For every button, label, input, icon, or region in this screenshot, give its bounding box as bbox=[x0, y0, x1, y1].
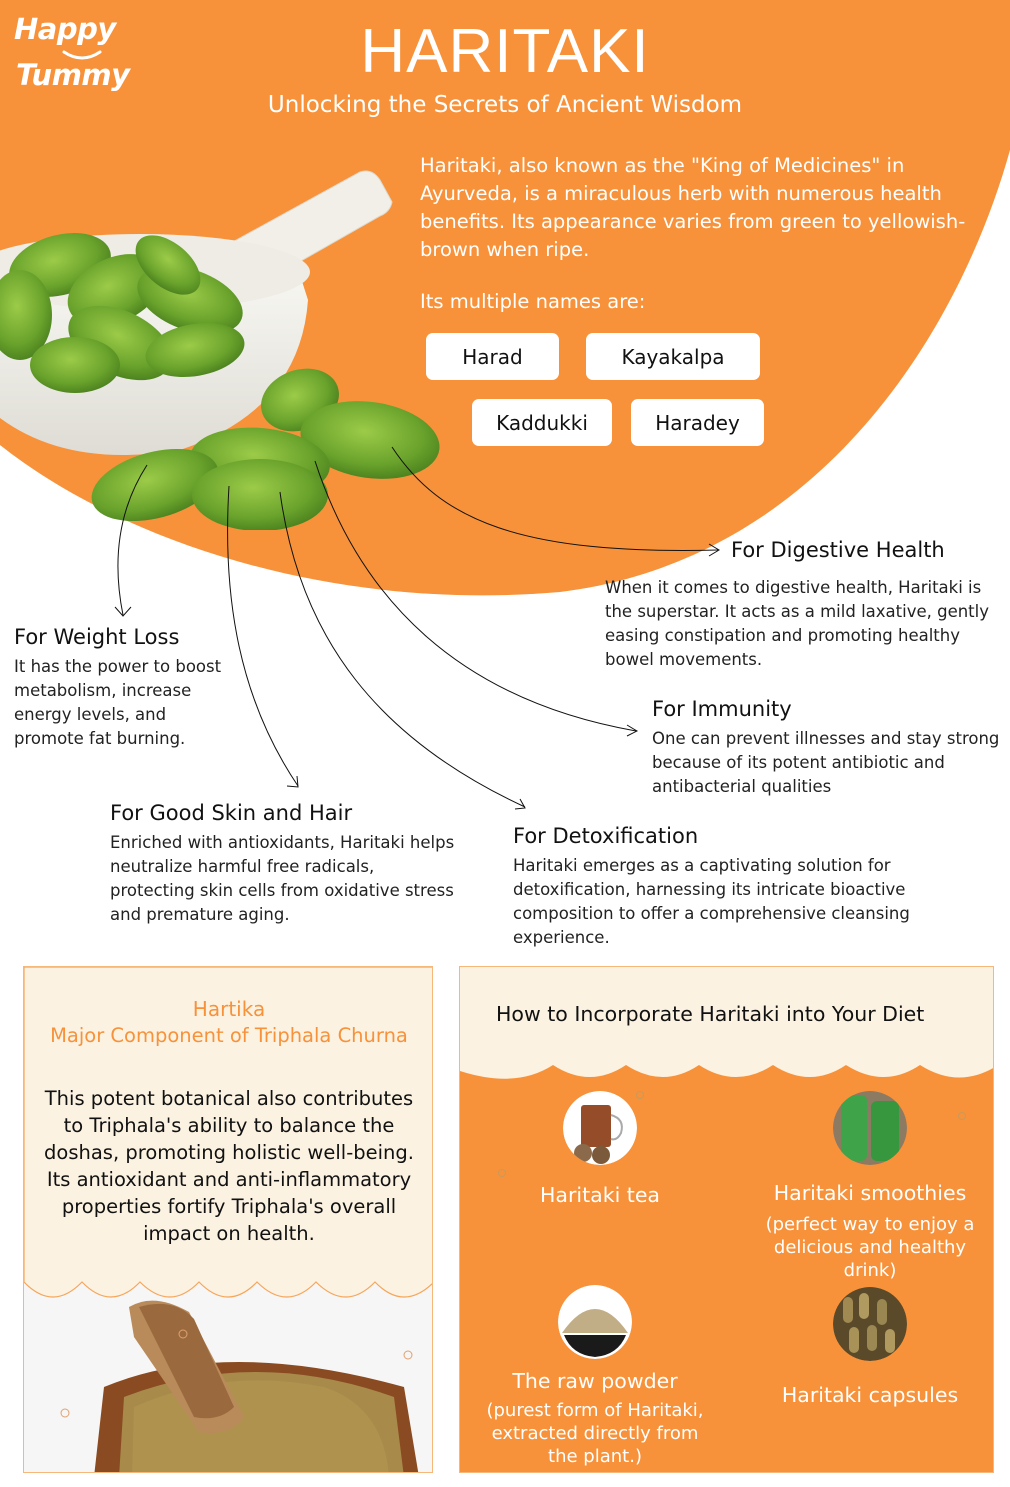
diet-card-title: How to Incorporate Haritaki into Your Di… bbox=[496, 1002, 925, 1026]
name-chip-haradey: Haradey bbox=[631, 399, 764, 446]
name-chip-kayakalpa: Kayakalpa bbox=[586, 333, 760, 380]
logo-line-1: Happy bbox=[14, 12, 116, 46]
diet-item-note: (purest form of Haritaki, extracted dire… bbox=[486, 1400, 704, 1467]
benefit-text: Enriched with antioxidants, Haritaki hel… bbox=[110, 833, 455, 924]
smoothie-image bbox=[833, 1091, 907, 1165]
benefit-title: For Immunity bbox=[652, 697, 792, 721]
scalloped-header-bg bbox=[24, 967, 432, 1298]
benefit-weight-loss: For Weight Loss It has the power to boos… bbox=[14, 625, 234, 751]
happy-tummy-logo[interactable]: Happy Tummy bbox=[12, 8, 152, 103]
tea-cup-image bbox=[563, 1091, 637, 1165]
decorative-dot bbox=[498, 1169, 506, 1177]
scalloped-header-bg bbox=[460, 967, 993, 1079]
diet-item-note: (perfect way to enjoy a delicious and he… bbox=[765, 1214, 975, 1281]
benefit-text: Haritaki emerges as a captivating soluti… bbox=[513, 856, 910, 947]
benefit-digestive-title-wrap: For Digestive Health bbox=[731, 538, 945, 568]
benefit-detoxification: For Detoxification Haritaki emerges as a… bbox=[513, 824, 963, 950]
diet-item-raw-powder: The raw powder (purest form of Haritaki,… bbox=[480, 1285, 710, 1468]
logo-line-2: Tummy bbox=[16, 58, 130, 92]
powder-image bbox=[558, 1285, 632, 1359]
capsules-image bbox=[833, 1287, 907, 1361]
powder-bowl-image bbox=[24, 1267, 432, 1472]
benefit-title: For Good Skin and Hair bbox=[110, 801, 353, 825]
benefit-skin-hair: For Good Skin and Hair Enriched with ant… bbox=[110, 801, 460, 927]
benefit-immunity: For Immunity One can prevent illnesses a… bbox=[652, 697, 1007, 799]
diet-item-capsules: Haritaki capsules bbox=[755, 1287, 985, 1407]
triphala-card-subtitle: Major Component of Triphala Churna bbox=[50, 1024, 408, 1047]
benefit-title: For Digestive Health bbox=[731, 538, 945, 562]
smile-icon bbox=[62, 50, 102, 60]
diet-item-label: Haritaki tea bbox=[540, 1183, 660, 1207]
diet-item-label: Haritaki capsules bbox=[781, 1383, 959, 1407]
triphala-card-text: This potent botanical also contributes t… bbox=[44, 1087, 414, 1245]
mortar-haritaki-image bbox=[0, 170, 440, 530]
decorative-dot bbox=[958, 1112, 966, 1120]
benefit-text: When it comes to digestive health, Harit… bbox=[605, 578, 989, 669]
diet-item-label: The raw powder bbox=[512, 1369, 678, 1393]
diet-item-label: Haritaki smoothies bbox=[773, 1181, 967, 1205]
triphala-card-title: Hartika bbox=[192, 997, 266, 1021]
benefit-text: It has the power to boost metabolism, in… bbox=[14, 657, 222, 748]
benefit-title: For Weight Loss bbox=[14, 625, 180, 649]
names-label: Its multiple names are: bbox=[420, 290, 646, 313]
diet-item-smoothies: Haritaki smoothies (perfect way to enjoy… bbox=[755, 1091, 985, 1282]
name-chip-kaddukki: Kaddukki bbox=[472, 399, 612, 446]
page-title: HARITAKI bbox=[360, 17, 650, 86]
triphala-card: Hartika Major Component of Triphala Chur… bbox=[23, 966, 433, 1473]
decorative-dot bbox=[636, 1091, 644, 1099]
benefit-text: One can prevent illnesses and stay stron… bbox=[652, 729, 1000, 796]
diet-card: How to Incorporate Haritaki into Your Di… bbox=[459, 966, 994, 1473]
name-chip-harad: Harad bbox=[426, 333, 559, 380]
benefit-title: For Detoxification bbox=[513, 824, 699, 848]
intro-text: Haritaki, also known as the "King of Med… bbox=[420, 154, 966, 261]
page-subtitle: Unlocking the Secrets of Ancient Wisdom bbox=[267, 92, 743, 118]
diet-item-tea: Haritaki tea bbox=[500, 1091, 700, 1207]
benefit-digestive: When it comes to digestive health, Harit… bbox=[605, 576, 1005, 672]
